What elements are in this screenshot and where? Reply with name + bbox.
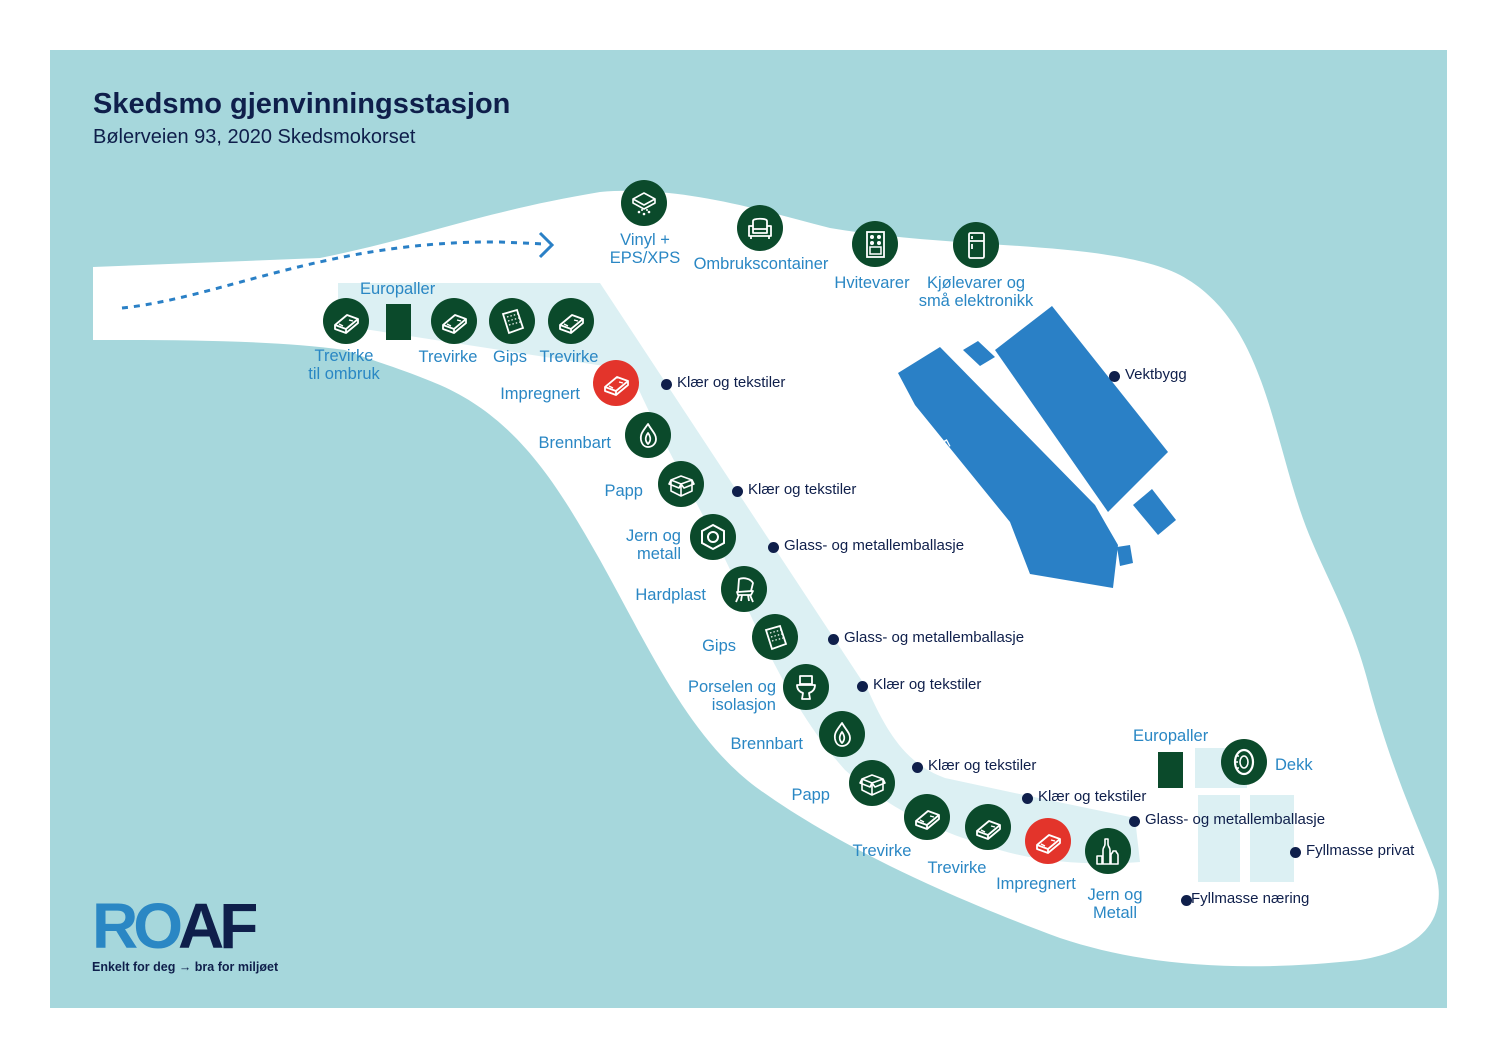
flame-icon: [625, 412, 671, 458]
entry-arrowhead-icon: [538, 231, 555, 259]
logo-tagline: Enkelt for deg → bra for miljøet: [92, 960, 279, 974]
gypsum-board-icon: [752, 614, 798, 660]
label-jern-metall-2: Jern og Metall: [1087, 886, 1143, 922]
plastic-chair-icon: [721, 566, 767, 612]
point-fyllmasse-privat: Fyllmasse privat: [1289, 842, 1415, 859]
wood-plank-icon: [904, 794, 950, 840]
label-trevirke-1: Trevirke: [418, 348, 478, 366]
bottles-icon: [1085, 828, 1131, 874]
point-glass-3: Glass- og metallemballasje: [1128, 811, 1326, 828]
label-brennbart-1: Brennbart: [538, 434, 611, 452]
label-trevirke-ombruk: Trevirke til ombruk: [308, 347, 380, 383]
logo-af: AF: [178, 890, 258, 962]
fyllmasse-naering-text: Fyllmasse næring: [1191, 890, 1310, 907]
point-klaer-4: Klær og tekstiler: [911, 757, 1037, 774]
fridge-icon: [953, 222, 999, 268]
label-trevirke-3: Trevirke: [852, 842, 912, 860]
wood-plank-icon: [323, 298, 369, 344]
tire-icon: [1221, 739, 1267, 785]
label-hvitevarer: Hvitevarer: [834, 274, 910, 292]
label-trevirke-2: Trevirke: [539, 348, 599, 366]
flame-icon: [819, 711, 865, 757]
stove-icon: [852, 221, 898, 267]
page-title: Skedsmo gjenvinningsstasjon: [93, 88, 511, 120]
label-porselen: Porselen og isolasjon: [687, 678, 776, 714]
label-vinyl: Vinyl + EPS/XPS: [609, 231, 681, 267]
label-papp-1: Papp: [604, 482, 643, 500]
hazardous-waste-building: [898, 306, 1176, 588]
point-klaer-3: Klær og tekstiler: [856, 676, 982, 693]
cardboard-box-icon: [849, 760, 895, 806]
label-impregnert-1: Impregnert: [500, 385, 580, 403]
label-europaller-top: Europaller: [360, 280, 436, 298]
label-trevirke-4: Trevirke: [927, 859, 987, 877]
hex-nut-icon: [690, 514, 736, 560]
impregnated-wood-icon: [1025, 818, 1071, 864]
label-kjolevarer: Kjølevarer og små elektronikk: [918, 274, 1034, 310]
cardboard-box-icon: [658, 461, 704, 507]
label-gips-2: Gips: [702, 637, 736, 655]
point-klaer-5: Klær og tekstiler: [1021, 788, 1147, 805]
label-brennbart-2: Brennbart: [730, 735, 803, 753]
label-impregnert-2: Impregnert: [996, 875, 1076, 893]
point-glass-2: Glass- og metallemballasje: [827, 629, 1025, 646]
wood-plank-icon: [548, 298, 594, 344]
logo-ro: RO: [92, 890, 183, 962]
label-jern-metall-1: Jern og metall: [625, 527, 681, 563]
wood-plank-icon: [431, 298, 477, 344]
label-papp-2: Papp: [791, 786, 830, 804]
point-klaer-2: Klær og tekstiler: [731, 481, 857, 498]
entry-route-arrow: [121, 240, 546, 310]
pallet-top: [386, 304, 411, 340]
impregnated-wood-icon: [593, 360, 639, 406]
gypsum-board-icon: [489, 298, 535, 344]
roaf-logo: ROAF: [92, 894, 258, 958]
label-dekk: Dekk: [1275, 756, 1313, 774]
point-vektbygg: Vektbygg: [1109, 366, 1187, 383]
toilet-icon: [783, 664, 829, 710]
point-klaer-1: Klær og tekstiler: [660, 374, 786, 391]
address: Bølerveien 93, 2020 Skedsmokorset: [93, 126, 416, 148]
point-fyllmasse-naering: Fyllmasse næring: [1180, 890, 1315, 907]
armchair-icon: [737, 205, 783, 251]
label-hardplast: Hardplast: [635, 586, 706, 604]
wood-plank-icon: [965, 804, 1011, 850]
pallet-bottom: [1158, 752, 1183, 788]
point-glass-1: Glass- og metallemballasje: [767, 537, 965, 554]
insulation-icon: [621, 180, 667, 226]
label-europaller-bottom: Europaller: [1133, 727, 1209, 745]
label-gips-1: Gips: [493, 348, 527, 366]
label-ombruk: Ombrukscontainer: [693, 255, 829, 273]
